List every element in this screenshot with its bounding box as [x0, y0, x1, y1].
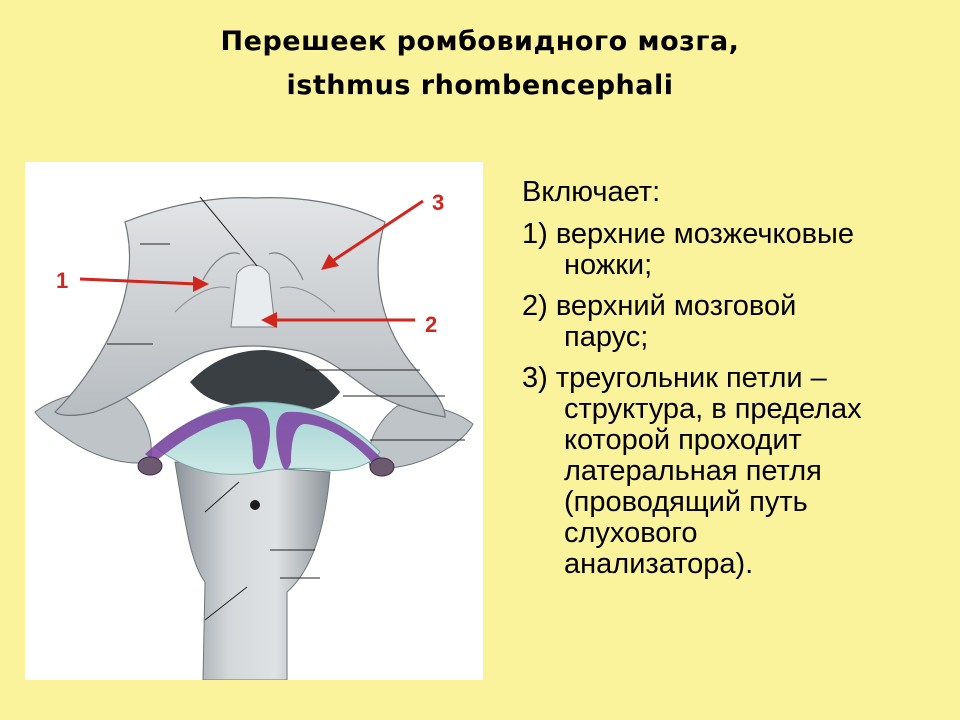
- arrow-1-head: [193, 276, 209, 292]
- brainstem-illustration: [25, 162, 483, 680]
- title-line-russian: Перешеек ромбовидного мозга,: [220, 26, 740, 57]
- arrow-3: [330, 199, 424, 264]
- title-line-latin: isthmus rhombencephali: [286, 70, 674, 101]
- list-item-2-line-1: 2) верхний мозговой: [522, 290, 797, 322]
- lateral-lemniscus-band: [145, 406, 271, 470]
- arrow-1: [79, 277, 198, 286]
- list-item-3-line-5: (проводящий путь: [564, 486, 808, 518]
- fourth-ventricle-cavity: [190, 350, 340, 411]
- list-item-1-line-2: ножки;: [564, 249, 653, 281]
- list-item-2-line-2: парус;: [564, 321, 649, 353]
- list-item-1-line-1: 1) верхние мозжечковые: [522, 218, 854, 250]
- medullary-dot: [250, 500, 260, 510]
- list-item-1: 1) верхние мозжечковые ножки;: [522, 219, 952, 281]
- right-nerve-stump: [369, 457, 395, 477]
- left-nerve-stump: [137, 456, 163, 476]
- slide-title: Перешеек ромбовидного мозга, isthmus rho…: [0, 20, 960, 108]
- description-text: Включает: 1) верхние мозжечковые ножки; …: [522, 175, 952, 590]
- arrow-2-head: [261, 312, 277, 328]
- list-item-3-line-2: структура, в пределах: [564, 393, 862, 425]
- intro-line: Включает:: [522, 176, 661, 208]
- list-item-3-line-3: которой проходит: [564, 424, 802, 456]
- list-item-3-line-1: 3) треугольник петли –: [522, 362, 827, 394]
- list-item-3-line-7: анализатора).: [564, 548, 754, 580]
- callout-2-label: 2: [425, 312, 438, 337]
- leader-lines: [107, 196, 465, 621]
- list-item-3-line-4: латеральная петля: [564, 455, 822, 487]
- list-item-3-line-6: слухового: [564, 517, 698, 549]
- list-item-2: 2) верхний мозговой парус;: [522, 291, 952, 353]
- list-item-3: 3) треугольник петли – структура, в пред…: [522, 363, 952, 580]
- callout-3-label: 3: [432, 190, 445, 215]
- medulla-shape: [174, 461, 331, 680]
- callout-1-label: 1: [56, 268, 69, 293]
- arrow-3-head: [321, 254, 339, 270]
